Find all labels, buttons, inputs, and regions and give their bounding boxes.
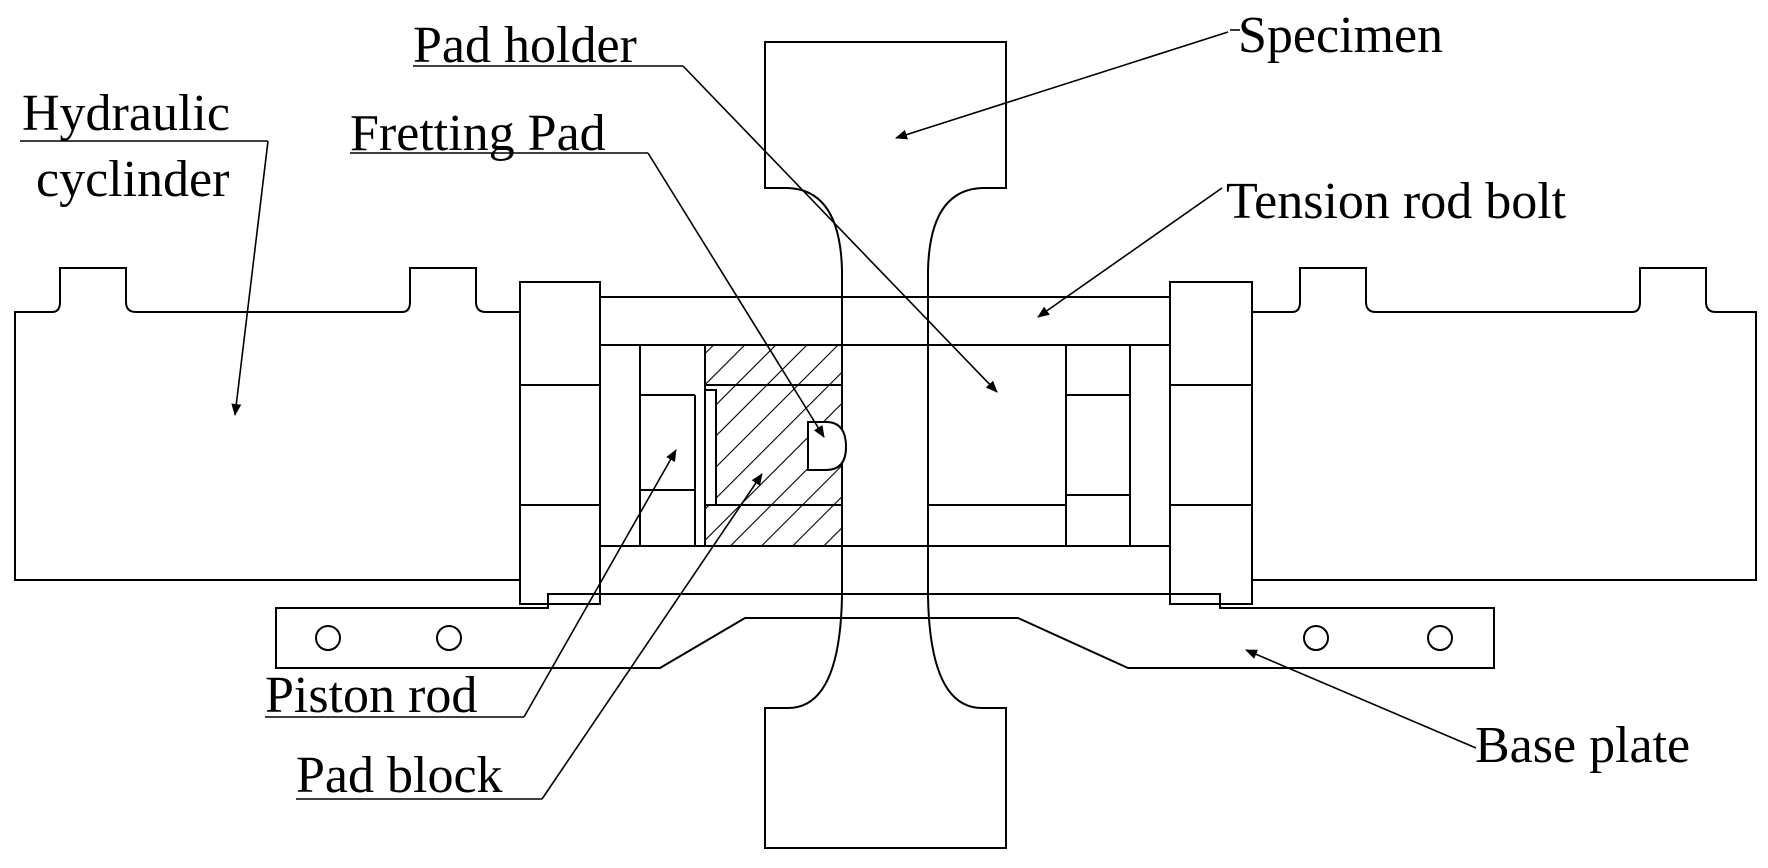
right-end-block <box>1169 281 1253 605</box>
hydraulic-arrow <box>231 140 269 416</box>
pad-block-arrow <box>541 473 763 800</box>
base-plate-hole <box>436 625 462 651</box>
pad-block <box>704 344 843 547</box>
fretting-pad-arrow <box>647 152 825 438</box>
label-tension-rod-bolt: Tension rod bolt <box>1226 173 1567 230</box>
left-end-block <box>519 281 601 605</box>
specimen <box>764 41 1007 849</box>
label-pad-block: Pad block <box>296 747 503 804</box>
base-plate-arrow <box>1245 649 1477 749</box>
label-specimen: Specimen <box>1238 7 1443 64</box>
label-fretting-pad: Fretting Pad <box>350 105 606 162</box>
base-plate-hole <box>1303 625 1329 651</box>
left-hydraulic-cylinder <box>14 267 521 581</box>
pad-holder-arrow <box>682 65 998 393</box>
specimen-arrow <box>895 31 1229 140</box>
fretting-pad <box>807 421 848 471</box>
label-hydraulic-line1: Hydraulic <box>22 85 230 142</box>
tension-rod-bolt-arrow <box>1037 187 1223 318</box>
tension-rod-bolt-top <box>599 296 1171 346</box>
label-hydraulic-line2: cyclinder <box>36 151 229 208</box>
right-hydraulic-cylinder <box>1251 267 1757 581</box>
tension-rod-bolt-bottom <box>599 545 1171 595</box>
label-pad-holder: Pad holder <box>413 17 637 74</box>
pad-holder <box>927 344 1067 547</box>
right-piston-block <box>1065 344 1131 547</box>
base-plate <box>275 593 1495 669</box>
label-base-plate: Base plate <box>1475 717 1690 774</box>
piston-rod-arrow <box>523 449 677 718</box>
base-plate-hole <box>315 625 341 651</box>
base-plate-hole <box>1427 625 1453 651</box>
label-piston-rod: Piston rod <box>265 667 477 724</box>
